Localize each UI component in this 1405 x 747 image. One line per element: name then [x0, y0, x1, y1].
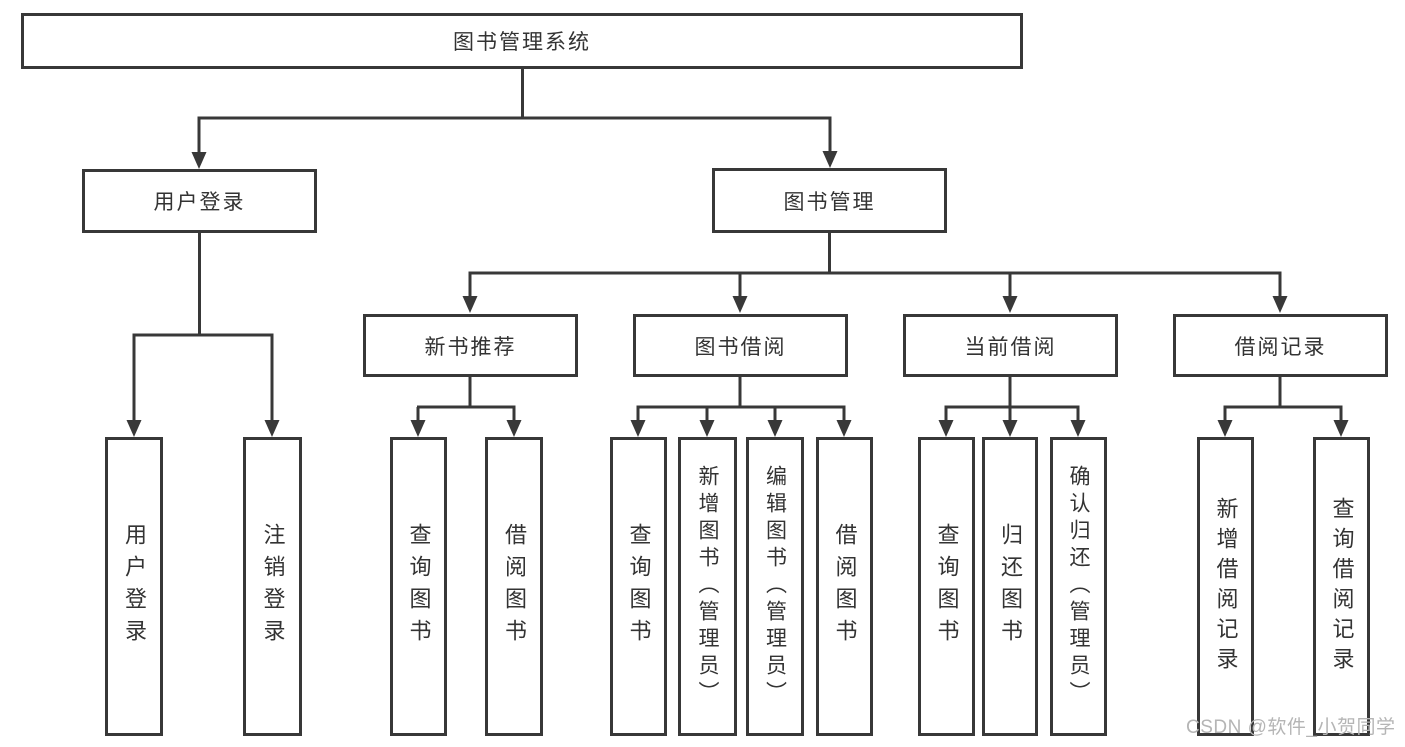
connector-book-management-branch — [468, 233, 1282, 298]
watermark: CSDN @软件_小贺同学 — [1186, 717, 1396, 738]
connector-current-borrowing-group — [944, 377, 1080, 422]
node-label: 借阅图书 — [502, 522, 527, 651]
node-label: 用户登录 — [122, 522, 147, 651]
leaf-return-books: 归还图书 — [982, 437, 1038, 736]
node-label: 编辑图书（管理员） — [763, 465, 787, 708]
node-user-login: 用户登录 — [82, 169, 317, 233]
node-label: 新增借阅记录 — [1213, 496, 1239, 677]
node-label: 图书管理系统 — [453, 31, 591, 54]
node-label: 借阅图书 — [832, 522, 858, 651]
node-new-book-recommendation: 新书推荐 — [363, 314, 578, 377]
leaf-query-books-current: 查询图书 — [918, 437, 975, 736]
leaf-add-books-admin: 新增图书（管理员） — [678, 437, 737, 736]
node-library-management-system: 图书管理系统 — [21, 13, 1023, 69]
node-label: 查询图书 — [406, 522, 432, 651]
node-label: 确认归还（管理员） — [1067, 465, 1090, 708]
node-label: 新书推荐 — [424, 335, 517, 359]
leaf-add-borrow-record: 新增借阅记录 — [1197, 437, 1254, 736]
connector-user-login-branch — [132, 233, 274, 422]
leaf-logout-login: 注销登录 — [243, 437, 302, 736]
node-label: 图书借阅 — [694, 335, 787, 359]
leaf-borrow-books-recommend: 借阅图书 — [485, 437, 543, 736]
connector-root-to-level2 — [197, 68, 832, 154]
connector-book-borrowing-group — [636, 377, 846, 422]
leaf-query-borrow-record: 查询借阅记录 — [1313, 437, 1370, 736]
node-label: 用户登录 — [153, 191, 246, 214]
node-label: 注销登录 — [260, 522, 286, 651]
node-borrowing-records: 借阅记录 — [1173, 314, 1388, 377]
node-label: 查询图书 — [626, 522, 652, 651]
connector-borrowing-records-group — [1223, 377, 1343, 422]
leaf-borrow-books-borrowing: 借阅图书 — [816, 437, 873, 736]
node-book-management: 图书管理 — [712, 168, 947, 233]
leaf-edit-books-admin: 编辑图书（管理员） — [746, 437, 804, 736]
node-label: 借阅记录 — [1234, 335, 1327, 359]
node-label: 当前借阅 — [964, 335, 1057, 359]
leaf-query-books-recommend: 查询图书 — [390, 437, 447, 736]
leaf-confirm-return-admin: 确认归还（管理员） — [1050, 437, 1107, 736]
node-current-borrowing: 当前借阅 — [903, 314, 1118, 377]
node-label: 归还图书 — [998, 522, 1023, 651]
node-label: 查询借阅记录 — [1329, 496, 1355, 677]
node-label: 图书管理 — [783, 190, 876, 214]
node-label: 查询图书 — [934, 522, 960, 651]
node-label: 新增图书（管理员） — [696, 465, 719, 708]
leaf-user-login: 用户登录 — [105, 437, 163, 736]
node-book-borrowing: 图书借阅 — [633, 314, 848, 377]
arrowheads — [126, 151, 1349, 437]
connector-new-book-group — [416, 377, 516, 422]
leaf-query-books-borrowing: 查询图书 — [610, 437, 667, 736]
